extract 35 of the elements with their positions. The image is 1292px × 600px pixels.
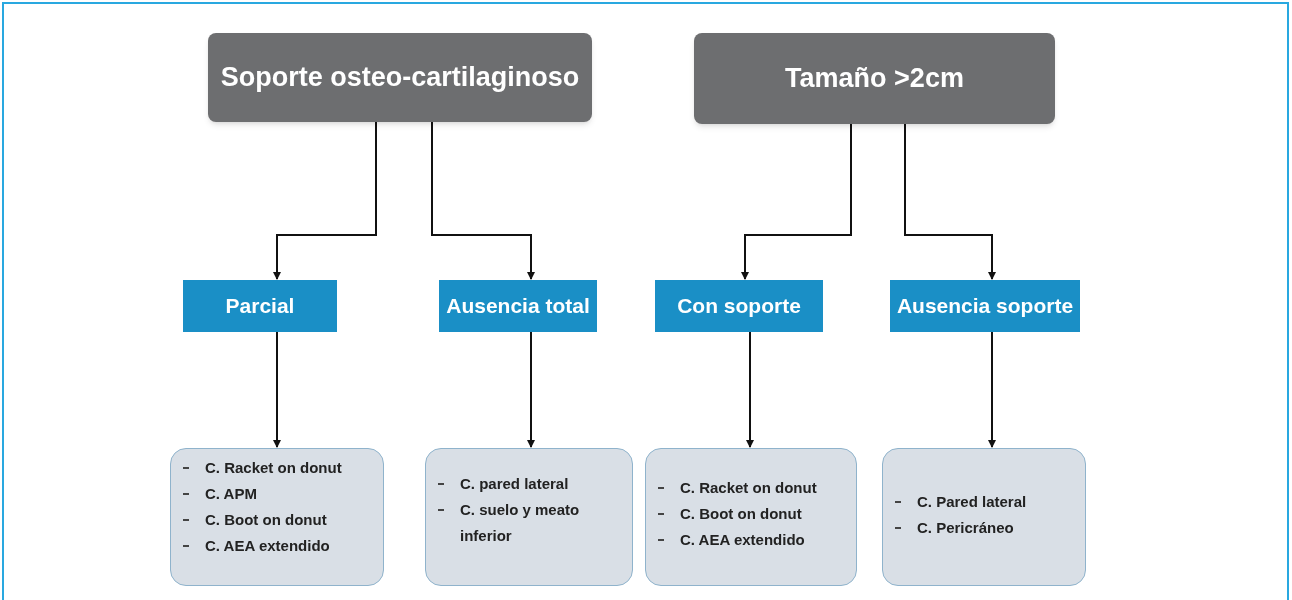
arrow	[741, 123, 852, 280]
technique-list-box	[645, 448, 857, 586]
list-item: C. Boot on donut	[680, 504, 802, 524]
subcategory-box	[183, 280, 337, 332]
list-item: C. suelo y meato inferior	[460, 500, 581, 546]
subcategory-title: Parcial	[225, 293, 295, 320]
technique-list-box	[170, 448, 384, 586]
list-item: C. APM	[205, 484, 257, 504]
list-item: C. Racket on donut	[205, 458, 342, 478]
subcategory-title: Con soporte	[677, 293, 801, 320]
arrow	[988, 331, 996, 448]
subcategory-box	[890, 280, 1080, 332]
category-box	[208, 33, 592, 122]
list-item: C. AEA extendido	[205, 536, 330, 556]
arrow	[746, 331, 754, 448]
arrow	[431, 121, 535, 280]
technique-list-box	[425, 448, 633, 586]
arrow	[904, 123, 996, 280]
list-item: C. AEA extendido	[680, 530, 805, 550]
list-item: C. Boot on donut	[205, 510, 327, 530]
subcategory-title: Ausencia total	[446, 293, 590, 320]
list-item: C. pared lateral	[460, 474, 569, 494]
list-item: C. Pericráneo	[917, 518, 1014, 538]
list-item: C. Pared lateral	[917, 492, 1027, 512]
subcategory-title: Ausencia soporte	[896, 293, 1074, 320]
category-title: Tamaño >2cm	[785, 62, 964, 96]
subcategory-box	[439, 280, 597, 332]
category-box	[694, 33, 1055, 124]
list-item: C. Racket on donut	[680, 478, 817, 498]
category-title: Soporte osteo-cartilaginoso	[220, 61, 580, 95]
arrow	[273, 331, 281, 448]
technique-list-box	[882, 448, 1086, 586]
arrow	[273, 121, 377, 280]
arrow	[527, 331, 535, 448]
subcategory-box	[655, 280, 823, 332]
